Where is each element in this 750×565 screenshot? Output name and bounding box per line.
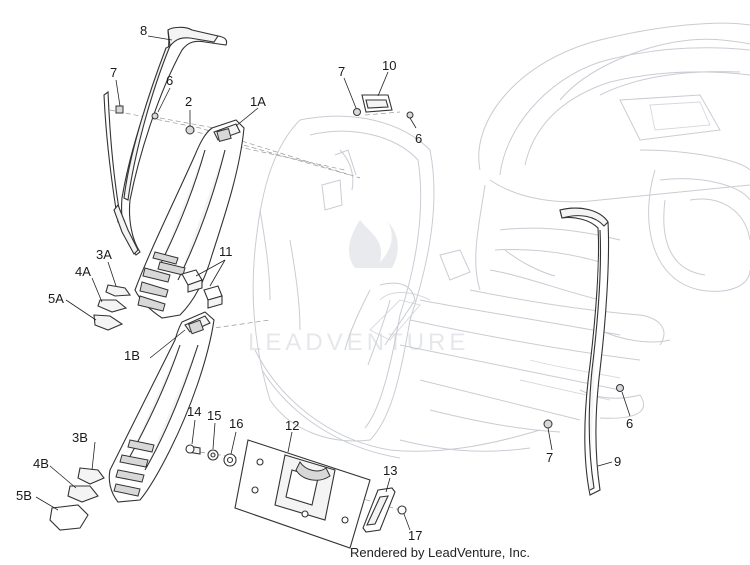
callout-5a: 5A	[48, 291, 64, 306]
callout-2: 2	[185, 94, 192, 109]
watermark-text: LEADVENTURE	[248, 329, 469, 356]
part-9-trim-strip	[543, 207, 624, 496]
callout-9: 9	[614, 454, 621, 469]
callout-13: 13	[383, 463, 397, 478]
callout-6-bottom-right: 6	[626, 416, 633, 431]
part-1b-horn-cover-lower	[108, 311, 215, 503]
render-credit: Rendered by LeadVenture, Inc.	[350, 545, 530, 560]
part-13-bracket	[362, 487, 407, 533]
callout-1a: 1A	[250, 94, 266, 109]
callout-4a: 4A	[75, 264, 91, 279]
callout-6-top-left: 6	[166, 73, 173, 88]
callout-7-top-center: 7	[338, 64, 345, 79]
callout-6-top-center: 6	[415, 131, 422, 146]
part-11-pads	[181, 269, 223, 309]
callout-1b: 1B	[124, 348, 140, 363]
leader-lines	[35, 35, 631, 531]
part-12-plate-bracket	[234, 439, 371, 549]
callout-17: 17	[408, 528, 422, 543]
callout-3a: 3A	[96, 247, 112, 262]
callout-12: 12	[285, 418, 299, 433]
part-1a-horn-cover-upper	[134, 119, 245, 319]
scooter-body-outline	[369, 22, 750, 433]
callout-15: 15	[207, 408, 221, 423]
callout-11: 11	[219, 244, 233, 259]
callout-3b: 3B	[72, 430, 88, 445]
callout-7-top-left: 7	[110, 65, 117, 80]
small-fasteners	[115, 105, 195, 135]
callout-4b: 4B	[33, 456, 49, 471]
callout-16: 16	[229, 416, 243, 431]
part-8-trim-strip	[103, 26, 228, 256]
part-3b-4b-5b-trims	[49, 467, 105, 531]
front-shield-outline	[252, 115, 541, 459]
callout-5b: 5B	[16, 488, 32, 503]
callout-14: 14	[187, 404, 201, 419]
callout-7-bottom-right: 7	[546, 450, 553, 465]
watermark-logo: LEADVENTURE	[248, 220, 469, 356]
part-14-15-16-fasteners	[185, 444, 237, 467]
callout-8: 8	[140, 23, 147, 38]
part-3a-4a-5a-trims	[93, 284, 132, 331]
part-10-bracket	[353, 94, 414, 119]
callout-10: 10	[382, 58, 396, 73]
callout-labels: 8 7 6 2 1A 7 10 6 11 3A 4A 5A 1B 14 15 1…	[16, 23, 633, 543]
